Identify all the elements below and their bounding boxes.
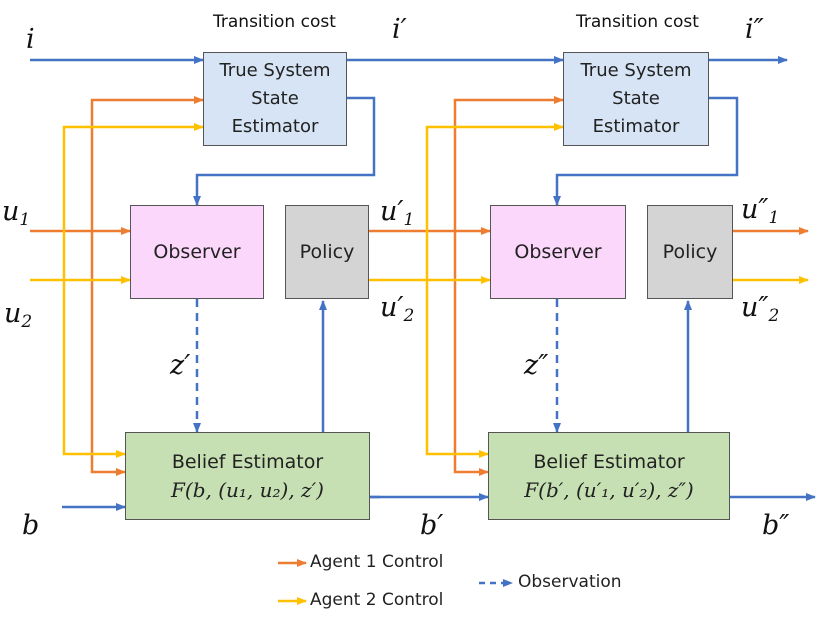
legend-agent2-label: Agent 2 Control: [310, 590, 444, 610]
var-b: b: [22, 510, 40, 541]
arrow-u1prime-to-belief2: [453, 231, 489, 476]
var-b-double-prime: b″: [762, 510, 790, 541]
var-u1-double-prime-base: u″: [741, 194, 769, 225]
tsse-1-line-2: State: [251, 88, 299, 109]
legend-swatches: [278, 559, 513, 605]
tsse-1-line-3: Estimator: [231, 116, 319, 137]
var-u2-double-prime-base: u″: [741, 292, 769, 323]
var-u2-prime-sub: 2: [403, 306, 415, 326]
arrow-u1prime-to-tsse2: [453, 96, 564, 231]
arrow-tsse-to-observer: [193, 96, 376, 206]
belief-estimator-2-label: Belief Estimator: [533, 451, 685, 473]
var-b-prime: b′: [420, 510, 444, 541]
legend-observation-label: Observation: [518, 572, 622, 592]
var-z-prime: z′: [170, 350, 191, 381]
policy-2-label: Policy: [662, 241, 718, 263]
policy-2: Policy: [647, 205, 733, 299]
tsse-1-line-1: True System: [219, 60, 331, 81]
arrow-u2prime-to-tsse2: [425, 123, 564, 280]
legend-agent1-label: Agent 1 Control: [310, 552, 444, 572]
var-u2: u2: [4, 300, 32, 331]
observer-2: Observer: [490, 205, 626, 299]
observer-1-label: Observer: [153, 241, 241, 263]
observer-2-label: Observer: [514, 241, 602, 263]
tsse-2-line-3: Estimator: [592, 116, 680, 137]
var-u2-base: u: [4, 298, 22, 329]
true-system-state-estimator-2: True System State Estimator: [563, 52, 709, 146]
var-u1-base: u: [2, 196, 20, 227]
var-u2-prime-base: u′: [380, 292, 404, 323]
arrow-u1-to-belief: [90, 231, 126, 476]
var-u1-double-prime-sub: 1: [768, 208, 780, 228]
true-system-state-estimator-1: True System State Estimator: [203, 52, 347, 146]
policy-1-label: Policy: [299, 241, 355, 263]
var-u1-prime-sub: 1: [403, 210, 415, 230]
var-u1-prime: u′1: [380, 198, 414, 229]
arrow-u2prime-to-belief2: [425, 280, 489, 458]
belief-formula-1: F(b, (u₁, u₂), z′): [171, 478, 324, 502]
var-u1-prime-base: u′: [380, 196, 404, 227]
var-u1-double-prime: u″1: [741, 196, 779, 227]
var-u2-double-prime-sub: 2: [768, 306, 780, 326]
var-u2-double-prime: u″2: [741, 294, 779, 325]
transition-cost-label-1: Transition cost: [213, 12, 336, 32]
var-z-double-prime: z″: [524, 350, 549, 381]
tsse-2-line-1: True System: [580, 60, 692, 81]
var-u2-sub: 2: [21, 312, 33, 332]
stage-1-arrows: [30, 56, 564, 511]
belief-estimator-1-label: Belief Estimator: [171, 451, 324, 473]
tsse-2-line-2: State: [612, 88, 660, 109]
stage-2-arrows: [369, 56, 816, 501]
observer-1: Observer: [130, 205, 264, 299]
arrow-tsse2-to-observer2: [553, 96, 739, 206]
var-i-prime: i′: [392, 14, 407, 45]
arrow-u1-to-tsse: [90, 96, 204, 231]
var-i-double-prime: i″: [745, 14, 764, 45]
policy-1: Policy: [285, 205, 369, 299]
transition-cost-label-2: Transition cost: [576, 12, 699, 32]
var-u1: u1: [2, 198, 30, 229]
arrow-u2-to-belief: [62, 280, 126, 458]
arrow-u2-to-tsse: [62, 123, 204, 280]
belief-formula-2: F(b′, (u′₁, u′₂), z″): [524, 478, 694, 502]
var-i: i: [26, 24, 35, 55]
var-u2-prime: u′2: [380, 294, 414, 325]
var-u1-sub: 1: [19, 210, 31, 230]
belief-estimator-2: Belief Estimator F(b′, (u′₁, u′₂), z″): [488, 432, 730, 520]
belief-estimator-1: Belief Estimator F(b, (u₁, u₂), z′): [125, 432, 370, 520]
